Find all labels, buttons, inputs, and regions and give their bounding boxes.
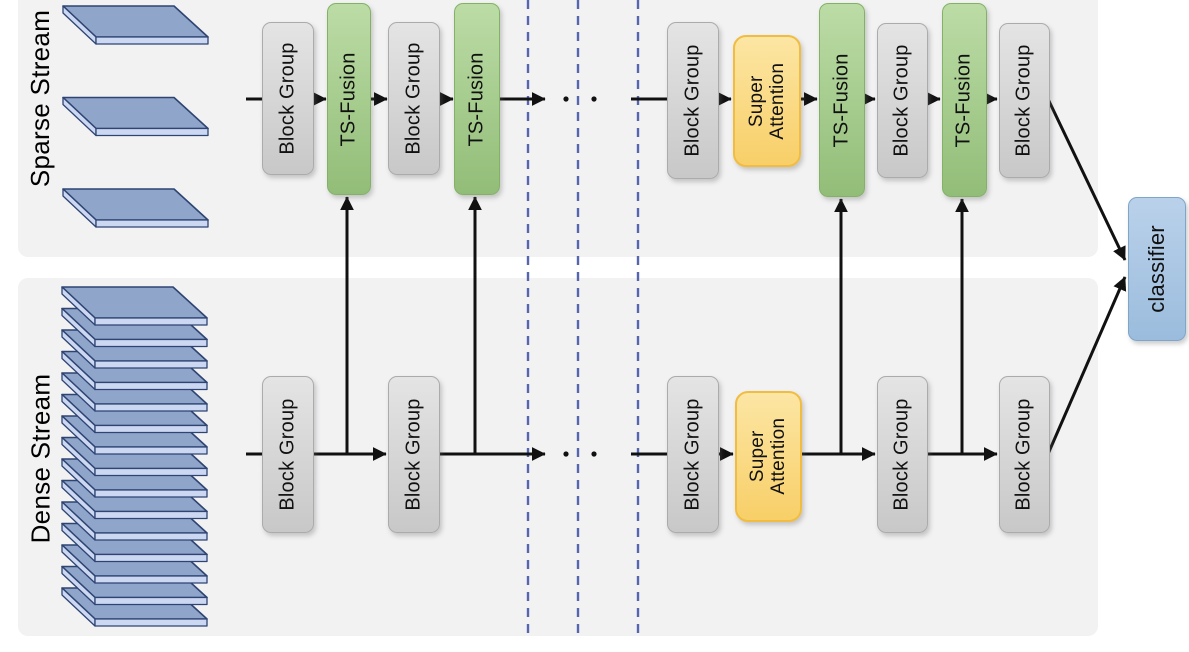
super-attention-label: Super Attention — [745, 62, 788, 140]
dense-block-group-2: Block Group — [388, 376, 440, 533]
sparse-ts-fusion-3: TS-Fusion — [819, 3, 865, 197]
dense-block-group-5: Block Group — [999, 376, 1050, 533]
continuation-separator-lines — [526, 0, 640, 636]
dense-block-group-1: Block Group — [262, 376, 314, 533]
flow-arrows — [246, 92, 1127, 461]
dense-block-group-3: Block Group — [667, 376, 719, 533]
sparse-block-group-3: Block Group — [667, 22, 719, 179]
classifier-node: classifier — [1128, 197, 1186, 341]
dense-input-planes-stack — [61, 286, 208, 627]
sparse-block-group-2: Block Group — [388, 22, 440, 175]
sparse-ts-fusion-2: TS-Fusion — [454, 3, 500, 195]
sparse-input-planes-stack — [62, 5, 209, 228]
dense-super-attention: Super Attention — [735, 391, 802, 522]
sparse-stream-label: Sparse Stream — [25, 9, 56, 188]
dense-block-group-4: Block Group — [877, 376, 928, 533]
dense-stream-label: Dense Stream — [25, 373, 56, 544]
sparse-ts-fusion-1: TS-Fusion — [327, 3, 371, 195]
sparse-block-group-1: Block Group — [262, 22, 314, 175]
sparse-super-attention: Super Attention — [733, 35, 801, 167]
super-attention-label: Super Attention — [747, 418, 790, 495]
sparse-block-group-5: Block Group — [999, 23, 1050, 178]
sparse-ts-fusion-4: TS-Fusion — [942, 3, 987, 197]
ellipsis-dots — [563, 96, 597, 457]
sparse-block-group-4: Block Group — [877, 23, 928, 178]
